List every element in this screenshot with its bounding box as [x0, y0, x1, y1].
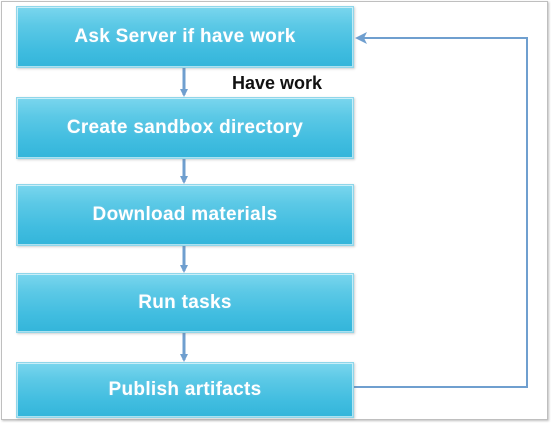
- loop-back-arrow: [354, 32, 528, 388]
- step-publish-artifacts: Publish artifacts: [16, 362, 354, 418]
- step-ask-server: Ask Server if have work: [16, 6, 354, 68]
- step-run-tasks-label: Run tasks: [138, 292, 232, 313]
- step-publish-artifacts-label: Publish artifacts: [108, 379, 262, 400]
- step-ask-server-label: Ask Server if have work: [74, 26, 296, 47]
- step-download-materials-label: Download materials: [92, 204, 278, 225]
- step-create-sandbox: Create sandbox directory: [16, 97, 354, 159]
- step-create-sandbox-label: Create sandbox directory: [66, 117, 304, 138]
- step-download-materials: Download materials: [16, 184, 354, 246]
- edge-label-have-work: Have work: [232, 73, 323, 93]
- step-run-tasks: Run tasks: [16, 273, 354, 333]
